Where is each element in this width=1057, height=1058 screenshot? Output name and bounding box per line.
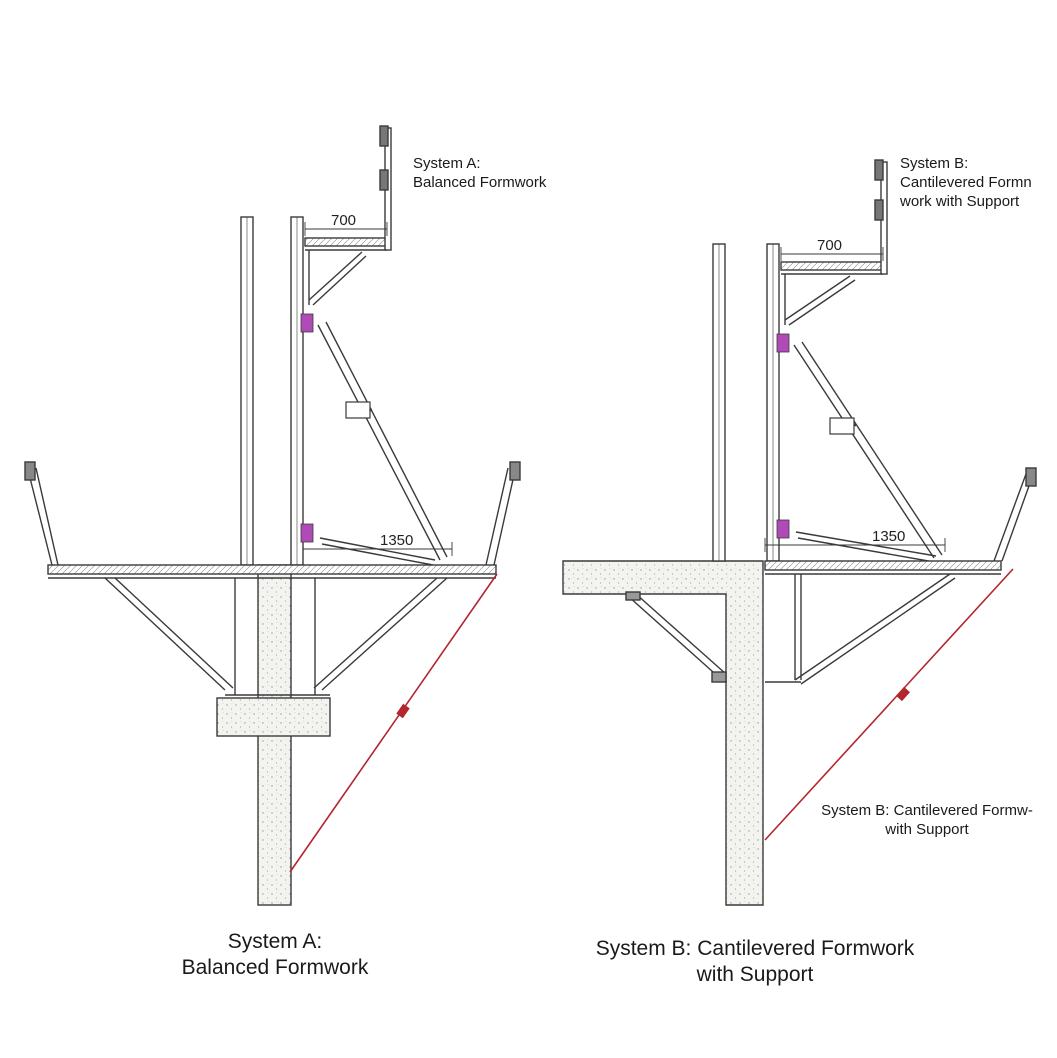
system-b-safety-line-connector: [896, 686, 910, 702]
system-b-support-bracket: [625, 591, 727, 683]
system-b-right-column: [766, 243, 780, 562]
system-b-drawing: [562, 159, 1037, 906]
system-b-clamps: [776, 333, 790, 539]
system-a-clamps: [300, 313, 314, 543]
system-b-dim-lower: 1350: [872, 528, 905, 545]
system-b-top-label-line2: Cantilevered Formn: [900, 173, 1032, 191]
system-b-lower-clamp: [776, 519, 790, 539]
system-a-lower-clamp: [300, 523, 314, 543]
system-b-lower-bracing: [765, 573, 956, 685]
system-a-lower-bracing: [104, 577, 448, 696]
system-b-upper-clamp: [776, 333, 790, 353]
system-a-left-railing: [24, 461, 59, 566]
system-b-top-label: System B: Cantilevered Formn work with S…: [900, 155, 1032, 211]
system-b-caption-line2: with Support: [696, 963, 814, 987]
system-a-upper-clamp: [300, 313, 314, 333]
system-b-right-railing: [993, 467, 1037, 562]
system-b-concrete-slab-wall: [562, 560, 764, 906]
system-a-dim-lower: 1350: [380, 532, 413, 549]
system-b-diagonal-strut: [793, 341, 943, 559]
system-a-right-railing: [485, 461, 521, 566]
system-b-dim-upper: 700: [817, 237, 842, 254]
system-a-drawing: [24, 125, 521, 906]
system-b-left-column: [712, 243, 726, 562]
system-a-top-label: System A: Balanced Formwork: [413, 155, 546, 193]
system-a-safety-line-connector: [396, 703, 410, 719]
system-a-safety-line: [289, 573, 498, 873]
system-a-top-label-line1: System A:: [413, 155, 481, 172]
system-a-caption-line1: System A:: [227, 930, 323, 953]
system-a-top-label-line2: Balanced Formwork: [413, 173, 547, 191]
system-a-dimension-lines: [302, 222, 453, 556]
system-b-top-label-line3: work with Support: [900, 192, 1020, 210]
system-a-left-column: [240, 216, 254, 566]
system-b-caption: System B: Cantilevered Formwork with Sup…: [585, 936, 925, 989]
system-a-diagonal-strut: [317, 321, 448, 561]
system-b-side-label: System B: Cantilevered Formw- with Suppo…: [818, 802, 1036, 840]
system-b-caption-line1: System B: Cantilevered Formwork: [595, 937, 915, 960]
system-b-side-label-line2: with Support: [885, 820, 969, 838]
system-a-dim-upper: 700: [331, 212, 356, 229]
system-b-upper-platform: [780, 159, 888, 326]
system-b-safety-line: [764, 568, 1014, 841]
system-b-main-deck: [764, 560, 1002, 575]
system-b-side-label-line1: System B: Cantilevered Formw-: [821, 802, 1033, 819]
system-a-main-deck: [47, 564, 497, 579]
system-b-top-label-line1: System B:: [900, 155, 969, 172]
system-b-dimension-lines: [764, 247, 946, 552]
system-a-right-column: [290, 216, 304, 566]
system-a-concrete-block: [216, 697, 331, 737]
system-a-caption-line2: Balanced Formwork: [181, 956, 369, 980]
system-a-upper-platform: [304, 125, 392, 306]
system-a-caption: System A: Balanced Formwork: [165, 929, 385, 982]
